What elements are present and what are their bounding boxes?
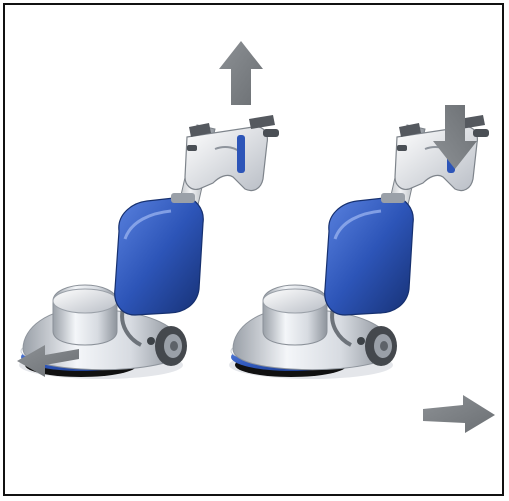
arrow-right-icon [423, 395, 495, 433]
figure-frame [3, 3, 504, 496]
arrow-up-icon [219, 41, 263, 105]
floor-machine-illustration [5, 5, 502, 494]
